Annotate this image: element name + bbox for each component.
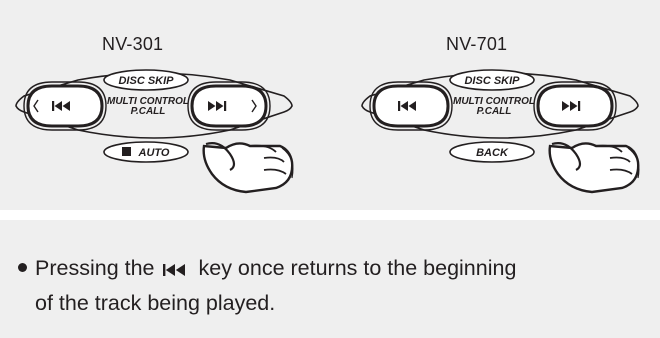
pressing-hand-icon [202,142,294,194]
control-housing-outline [361,72,639,139]
model-label-nv701: NV-701 [446,34,508,54]
multi-control-label: MULTI CONTROL [107,96,189,107]
disc-skip-button[interactable]: DISC SKIP [103,69,189,91]
model-label-nv301: NV-301 [102,34,164,54]
back-label: BACK [476,147,509,159]
pressing-hand-icon [548,142,640,194]
instruction-text-before-key: Pressing the [35,256,155,280]
disc-skip-label: DISC SKIP [464,75,520,87]
pcall-label: P.CALL [477,106,512,117]
instruction-text-after-key: key once returns to the beginning [198,256,517,280]
diagram-nv701: DISC SKIP MULTI CONTROL P.CALL [352,62,652,207]
section-divider [0,210,660,220]
bullet-icon [18,263,27,272]
multi-control-label: MULTI CONTROL [453,96,535,107]
instruction-text: Pressing the key once returns to the beg… [18,252,646,320]
skip-forward-button[interactable] [187,81,271,131]
skip-back-button[interactable] [23,81,107,131]
instruction-line-1: Pressing the key once returns to the beg… [18,252,646,287]
skip-back-icon [52,101,70,111]
instruction-line-2: of the track being played. [35,291,276,315]
right-arrow-icon [251,99,257,113]
disc-skip-button[interactable]: DISC SKIP [449,69,535,91]
stop-square-icon [122,147,131,156]
auto-button[interactable]: AUTO [103,141,189,163]
control-housing-outline [15,72,293,139]
skip-back-icon [398,101,416,111]
back-button[interactable]: BACK [449,141,535,163]
diagram-nv301: DISC SKIP MULTI CONTROL P.CALL [6,62,306,207]
skip-back-button[interactable] [369,81,453,131]
skip-forward-icon [208,101,227,111]
skip-forward-icon [562,101,581,111]
disc-skip-label: DISC SKIP [118,75,174,87]
skip-back-icon [162,254,191,287]
auto-label: AUTO [138,147,170,159]
left-arrow-icon [33,99,39,113]
pcall-label: P.CALL [131,106,166,117]
skip-forward-button[interactable] [533,81,617,131]
